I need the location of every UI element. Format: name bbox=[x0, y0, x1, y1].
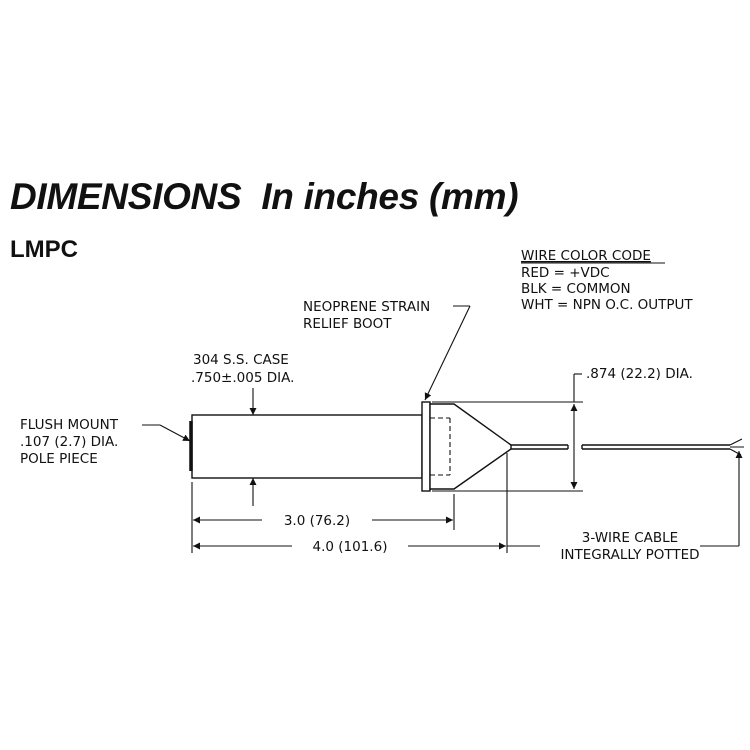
wire-red: RED = +VDC bbox=[521, 265, 610, 281]
pole-piece-label-2: .107 (2.7) DIA. bbox=[20, 434, 118, 450]
case-label-2: .750±.005 DIA. bbox=[191, 370, 294, 386]
pole-piece-label-3: POLE PIECE bbox=[20, 451, 98, 467]
boot-hidden-lines bbox=[430, 417, 451, 476]
boot-flange bbox=[421, 401, 431, 492]
sensor-case bbox=[191, 414, 423, 479]
model-name: LMPC bbox=[10, 236, 78, 263]
case-length-label: 3.0 (76.2) bbox=[284, 513, 350, 529]
wire-color-code-heading: WIRE COLOR CODE bbox=[521, 248, 651, 264]
wire-wht: WHT = NPN O.C. OUTPUT bbox=[521, 297, 693, 313]
wire-ends bbox=[729, 438, 744, 456]
case-label-1: 304 S.S. CASE bbox=[193, 352, 289, 368]
strain-relief-boot bbox=[429, 403, 512, 490]
strain-relief-label-1: NEOPRENE STRAIN bbox=[303, 299, 430, 315]
wire-color-code: WIRE COLOR CODE RED = +VDC BLK = COMMON … bbox=[521, 248, 693, 313]
wire-blk: BLK = COMMON bbox=[521, 281, 631, 297]
cable-label-2: INTEGRALLY POTTED bbox=[560, 547, 699, 563]
boot-diameter-label: .874 (22.2) DIA. bbox=[586, 366, 693, 382]
page-title: DIMENSIONS In inches (mm) bbox=[10, 176, 519, 217]
pole-piece-label-1: FLUSH MOUNT bbox=[20, 417, 119, 433]
cable-label-1: 3-WIRE CABLE bbox=[582, 530, 678, 546]
strain-relief-label-2: RELIEF BOOT bbox=[303, 316, 392, 332]
overall-length-label: 4.0 (101.6) bbox=[313, 539, 388, 555]
cable bbox=[511, 444, 730, 450]
